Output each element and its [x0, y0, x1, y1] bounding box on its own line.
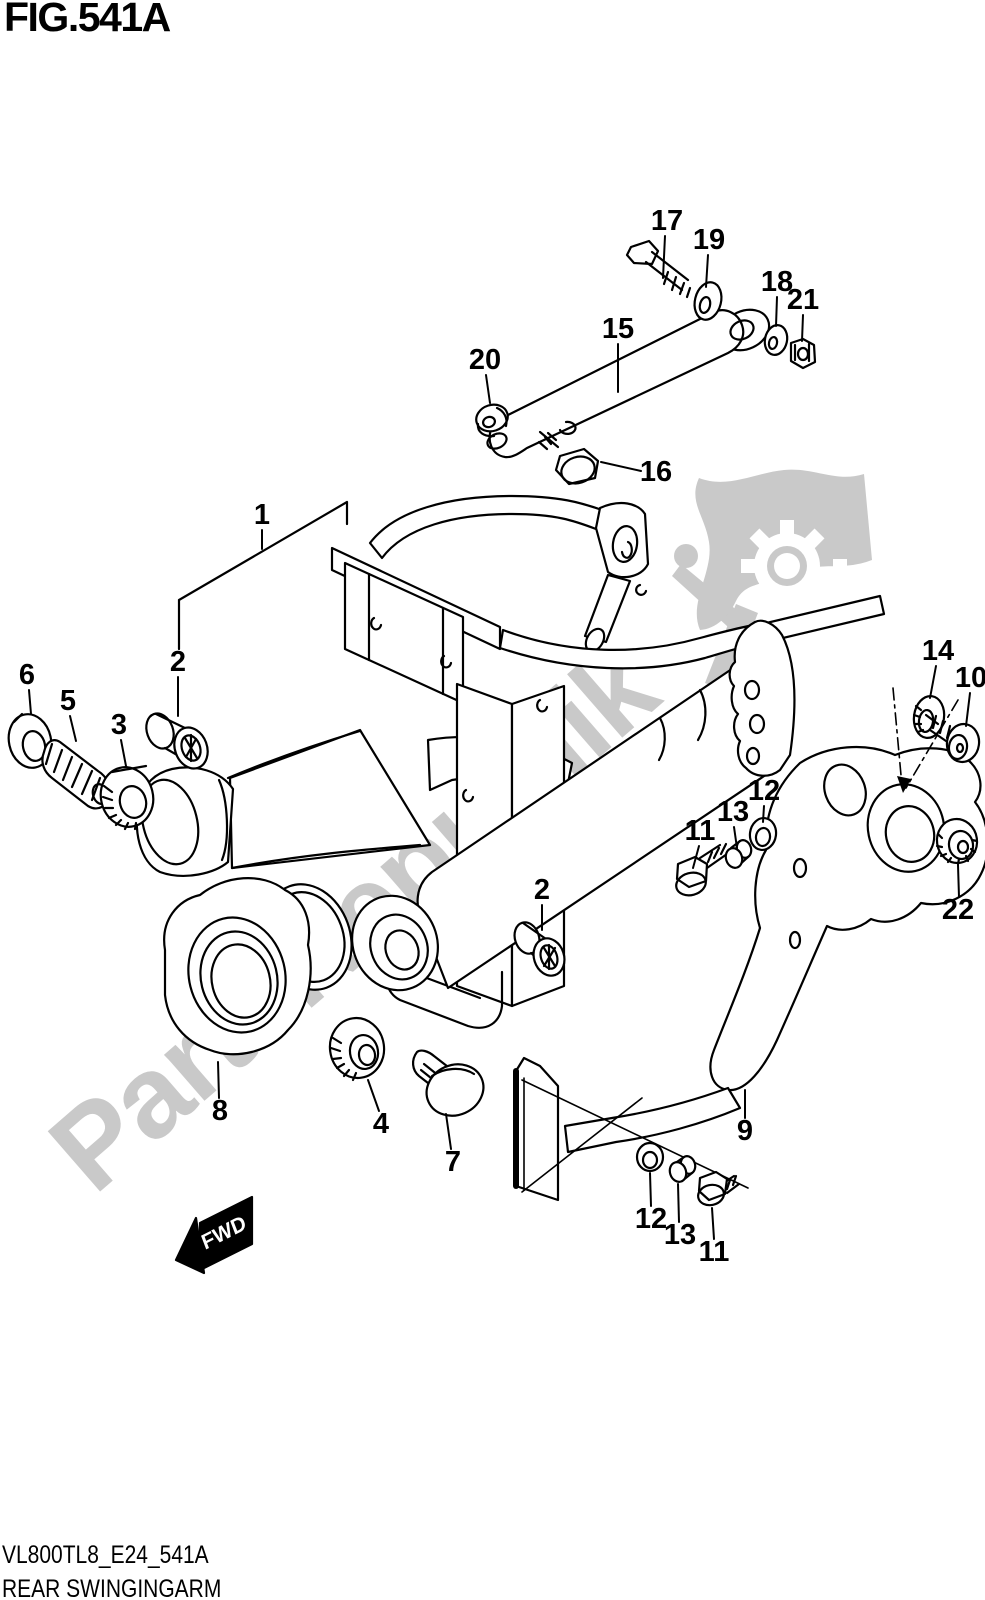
- rear-bracket-arm: [513, 745, 985, 1202]
- leader-line-22: [957, 864, 960, 898]
- leader-line-6: [28, 689, 32, 715]
- leader-lines: [28, 235, 971, 1240]
- boot: [163, 877, 312, 1056]
- leader-line-17: [662, 235, 666, 279]
- assembly-pointer: [892, 687, 959, 793]
- leader-line-8: [217, 1061, 220, 1099]
- leader-line-13: [733, 826, 738, 849]
- leader-line-10: [965, 692, 971, 727]
- leader-line-16: [600, 461, 642, 472]
- leader-line-3: [120, 739, 127, 767]
- figure-code: VL800TL8_E24_541A: [2, 1541, 209, 1569]
- figure-caption: REAR SWINGINGARM: [2, 1575, 222, 1600]
- figure-title: FIG.541A: [4, 0, 171, 40]
- leader-line-7: [445, 1113, 452, 1150]
- leader-line-14: [929, 665, 937, 699]
- tie-rod-assembly: [475, 239, 817, 486]
- gear-icon: [741, 520, 847, 614]
- leader-line-11: [692, 845, 700, 869]
- leader-line-5: [69, 715, 77, 742]
- leader-line-18: [775, 296, 778, 327]
- leader-line-12: [762, 805, 765, 823]
- leader-line-11: [711, 1207, 715, 1240]
- small-parts: [7, 694, 981, 1207]
- leader-line-21: [801, 314, 804, 342]
- fwd-arrow-icon: FWD: [174, 1195, 254, 1275]
- leader-line-12: [649, 1172, 652, 1207]
- leader-line-13: [677, 1183, 680, 1223]
- leader-line-19: [705, 254, 709, 288]
- leader-line-4: [367, 1079, 380, 1112]
- leader-line-20: [485, 374, 491, 404]
